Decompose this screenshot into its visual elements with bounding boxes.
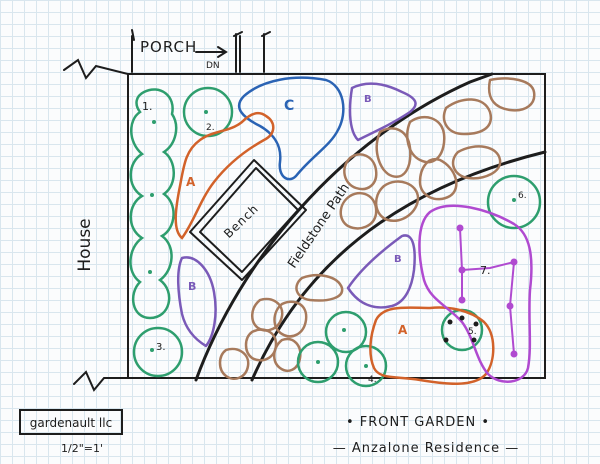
plant-5-label: 5. (468, 327, 477, 337)
down-label: DN (206, 61, 220, 71)
bed-b-2 (177, 256, 217, 348)
shrub-centers (150, 110, 516, 368)
bench (189, 159, 307, 281)
stone (273, 337, 302, 372)
bench-label: Bench (221, 201, 261, 241)
bed-7 (418, 204, 533, 383)
stone (487, 77, 536, 112)
bed-c-label: C (284, 98, 294, 114)
stone (375, 127, 412, 178)
plant-4-label: 4. (368, 375, 377, 385)
plant-3-label: 3. (156, 342, 166, 353)
stone (339, 191, 378, 230)
shrub-4b (296, 340, 340, 384)
shrub-4c (344, 344, 388, 388)
stone (375, 180, 420, 223)
site-outline (63, 58, 546, 392)
stone (295, 274, 344, 302)
plant-1-label: 1. (142, 100, 153, 113)
bed-a-2-label: A (398, 323, 408, 337)
porch (131, 29, 271, 73)
garden-title: • FRONT GARDEN • (346, 415, 490, 430)
hedge-dot (152, 120, 156, 124)
shrub-3 (132, 326, 184, 378)
stone (418, 157, 458, 201)
plant-2-label: 2. (206, 123, 215, 133)
bed-b-1 (348, 82, 417, 142)
stone (451, 145, 502, 180)
hedge-dot (148, 270, 152, 274)
beds-b (177, 82, 417, 348)
stone (244, 328, 278, 362)
stone (442, 98, 493, 136)
logo-text: gardenault llc (30, 416, 112, 430)
bed-c (237, 76, 345, 181)
stone (251, 297, 284, 332)
fieldstones (218, 77, 536, 380)
stone (273, 300, 308, 338)
path-label: Fieldstone Path (285, 181, 353, 271)
logo-box (19, 409, 123, 435)
bed-a-1 (174, 111, 275, 240)
boxwood-hedge (129, 88, 178, 320)
scale-label: 1/2"=1' (61, 442, 103, 455)
shrubs (132, 86, 542, 388)
shrub-6 (486, 174, 542, 230)
bed-b-3-label: B (394, 254, 402, 265)
plant-6-label: 6. (518, 191, 527, 201)
bed-a-2 (369, 306, 495, 386)
plant-7-label: 7. (480, 264, 491, 277)
house-label: House (75, 218, 95, 271)
porch-label: PORCH (140, 38, 197, 56)
bed-a-1-label: A (186, 175, 196, 189)
bed-b-1-label: B (364, 94, 372, 105)
bed-b-3 (346, 234, 416, 309)
hedge-dot (150, 193, 154, 197)
stone (406, 115, 446, 164)
bed-b-2-label: B (188, 280, 196, 293)
residence-subtitle: — Anzalone Residence — (333, 441, 520, 456)
stone (343, 153, 378, 191)
shrub-5-dots (443, 315, 479, 343)
bed-7-plant-dots (456, 224, 518, 358)
shrub-4a (324, 310, 368, 354)
stone (218, 347, 250, 380)
